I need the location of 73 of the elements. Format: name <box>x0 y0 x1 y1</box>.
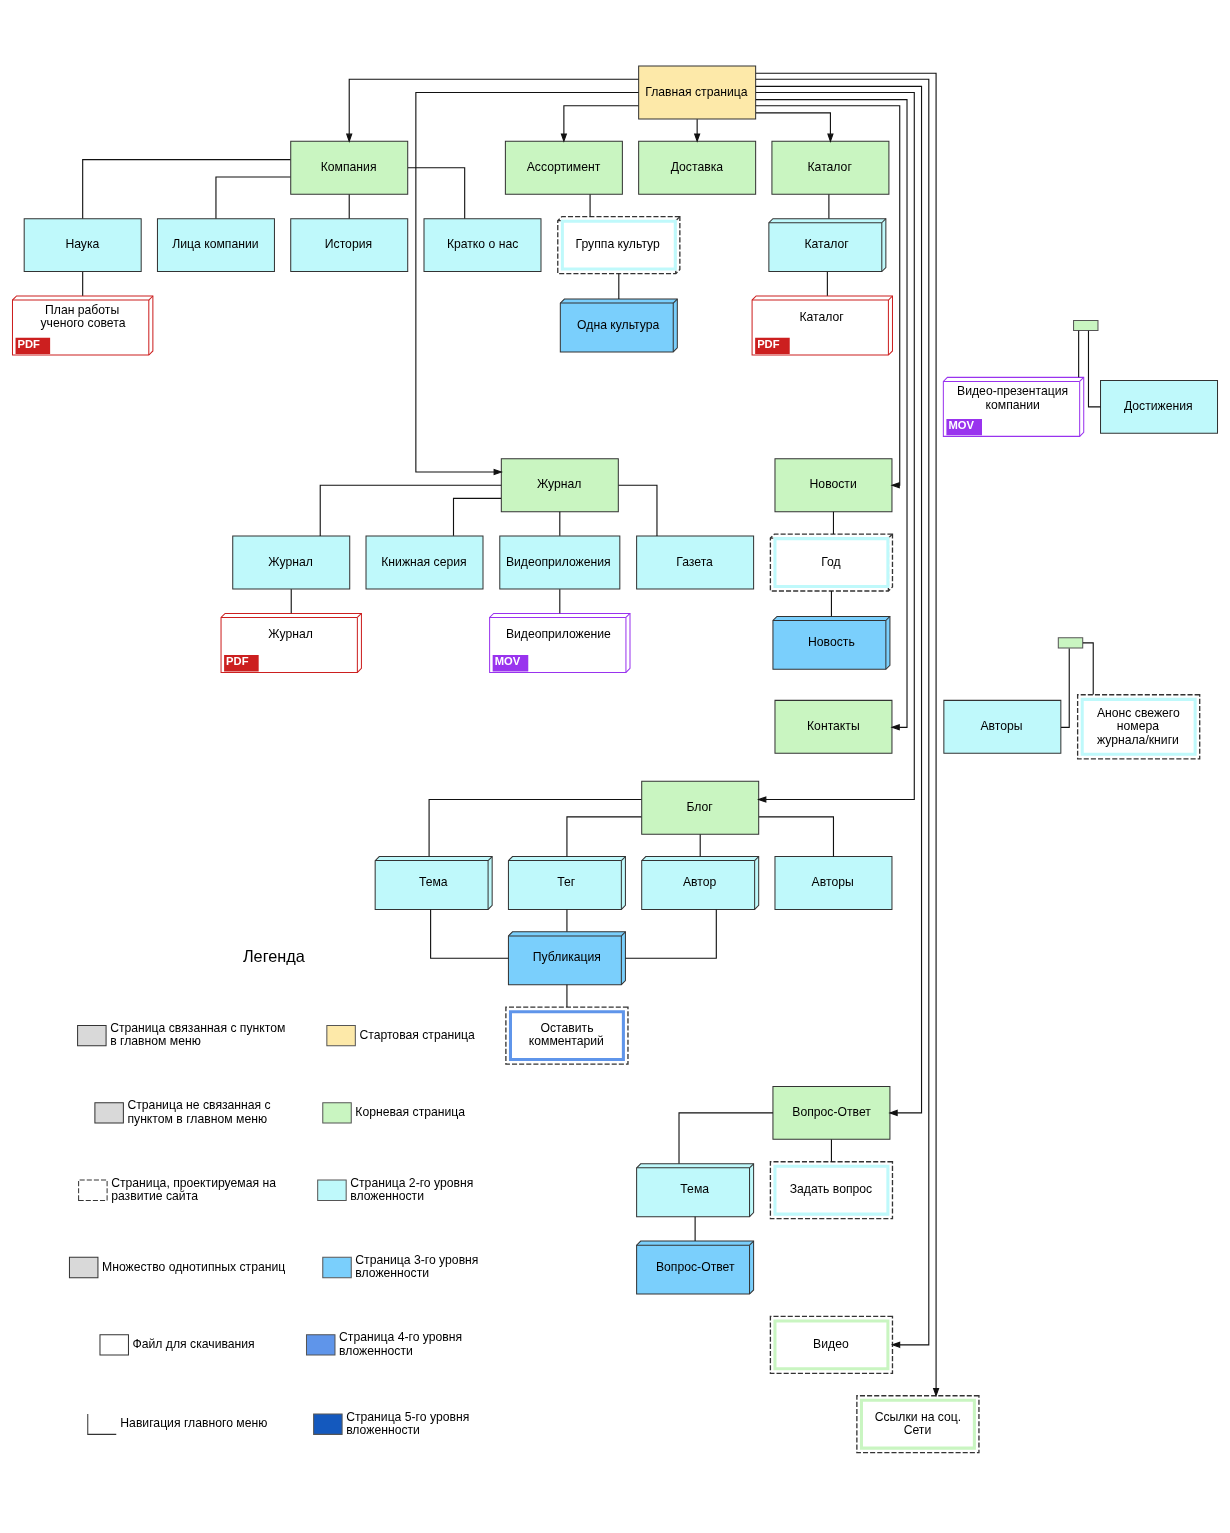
connector <box>678 1112 774 1165</box>
node-box: Лица компании <box>156 218 275 273</box>
connector <box>1087 330 1101 408</box>
node-box: Достижения <box>1100 379 1218 434</box>
connector <box>1060 647 1070 728</box>
connector <box>830 590 832 617</box>
connector <box>82 159 291 220</box>
node-box: Ассортимент <box>504 140 623 195</box>
connector <box>428 799 642 857</box>
node-box <box>1057 637 1084 649</box>
legend-label: Множество однотипных страниц <box>102 1259 286 1274</box>
label: Легенда <box>242 947 305 966</box>
node-box: Газета <box>636 535 755 590</box>
connector <box>215 176 291 220</box>
node-box: Книжная серия <box>365 535 484 590</box>
connector <box>618 484 658 537</box>
connector <box>559 511 561 537</box>
connector <box>832 511 835 535</box>
legend-label: Страница, проектируемая на развитие сайта <box>111 1175 277 1203</box>
connector <box>82 271 84 297</box>
connector <box>758 816 835 858</box>
arrow <box>415 91 640 476</box>
node-box: Журнал <box>232 535 351 590</box>
connector <box>566 984 568 1008</box>
node-box: Главная страница <box>638 65 757 120</box>
connector <box>828 193 830 220</box>
legend-label: Страница 2-го уровня вложенности <box>350 1175 474 1203</box>
legend-label: Страница связанная с пунктом в главном меню <box>110 1021 286 1049</box>
legend-label: Страница 3-го уровня вложенности <box>355 1253 479 1281</box>
legend-label: Страница 4-го уровня вложенности <box>339 1330 463 1358</box>
connector <box>407 167 466 220</box>
arrow <box>693 118 701 143</box>
node-box: Авторы <box>774 856 893 910</box>
node-box: Каталог <box>771 140 890 195</box>
connector <box>452 497 502 537</box>
connector <box>430 909 509 959</box>
connector <box>1078 330 1080 378</box>
connector <box>1082 642 1094 696</box>
node-box: Видеоприложения <box>499 535 621 590</box>
legend-label: Навигация главного меню <box>120 1416 268 1431</box>
node-box: Новости <box>774 458 893 513</box>
node-box: Авторы <box>943 699 1062 754</box>
node-box: Контакты <box>774 699 893 754</box>
arrow <box>755 112 834 143</box>
arrow <box>345 78 640 143</box>
connector <box>566 816 642 858</box>
connector <box>589 193 591 218</box>
connector <box>826 271 828 297</box>
connector <box>566 909 568 933</box>
legend-label: Страница 5-го уровня вложенности <box>346 1409 470 1437</box>
node-box: Наука <box>23 218 142 273</box>
connector <box>699 833 701 857</box>
node-box: Доставка <box>638 140 757 195</box>
connector <box>319 484 502 537</box>
node-box: Компания <box>290 140 409 195</box>
connector <box>618 273 620 300</box>
connector <box>830 1138 832 1163</box>
connector <box>694 1216 696 1242</box>
connector <box>348 193 350 220</box>
node-box: Блог <box>641 780 760 835</box>
legend-label: Стартовая страница <box>359 1027 475 1042</box>
node-box: История <box>290 218 409 273</box>
connector <box>559 588 561 614</box>
arrow <box>560 105 639 143</box>
legend-label: Файл для скачивания <box>132 1337 255 1352</box>
node-box: Вопрос-Ответ <box>772 1085 891 1140</box>
node-box: Кратко о нас <box>423 218 542 273</box>
connector <box>625 909 717 959</box>
node-box: Журнал <box>500 458 619 513</box>
legend-label: Корневая страница <box>355 1105 466 1120</box>
connector <box>290 588 292 614</box>
node-box <box>1073 319 1099 332</box>
legend-label: Страница не связанная с пунктом в главном меню <box>127 1098 271 1126</box>
